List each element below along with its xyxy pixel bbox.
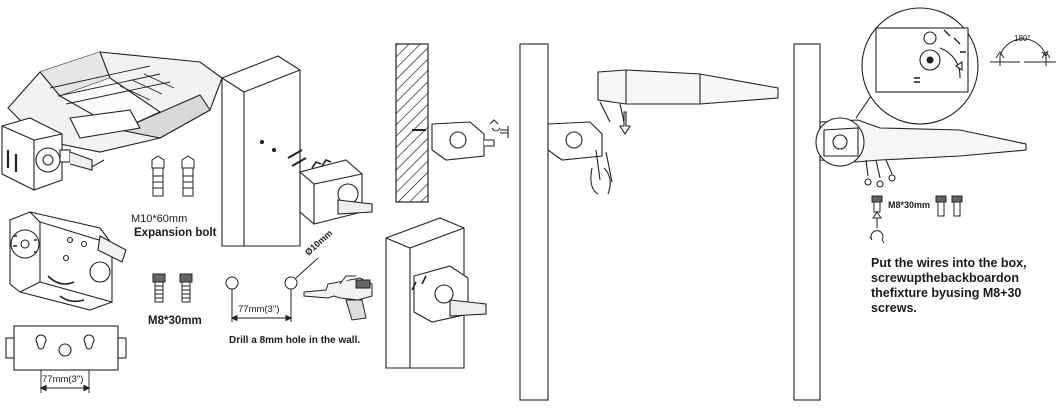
- screw-size-label: M8*30mm: [148, 315, 202, 327]
- instruction-line-4: screws.: [871, 301, 917, 315]
- drill-icon: [303, 275, 373, 321]
- fixture-with-bracket-drawing: [1, 51, 223, 191]
- instruction-text: Put the wires into the box, screwuptheba…: [871, 256, 1061, 316]
- final-screw-size: M8*30mm: [888, 200, 931, 210]
- instruction-line-1: Put the wires into the box,: [871, 256, 1027, 270]
- pole-assembly-drawing: [519, 43, 779, 401]
- drill-instruction: Drill a 8mm hole in the wall.: [229, 335, 361, 346]
- detail-magnifier: [861, 7, 979, 125]
- drill-diagram: [225, 257, 319, 322]
- instruction-line-3: thefixture byusing M8+30: [871, 286, 1022, 300]
- final-install-drawing: [793, 43, 1027, 401]
- bracket-hole-spacing: 77mm(3"): [42, 374, 84, 385]
- expansion-bolt-size: M10*60mm: [131, 213, 188, 225]
- wall-hole-spacing: 77mm(3"): [238, 304, 280, 315]
- expansion-bolt-label: Expansion bolt: [134, 227, 217, 239]
- expansion-bolts: [151, 155, 195, 197]
- m8-screws-final: [869, 195, 963, 244]
- rotation-angle-diagram: [990, 38, 1056, 66]
- wall-bracket-drawing: [395, 43, 509, 203]
- bracket-top-view: [5, 325, 127, 393]
- instruction-line-2: screwupthebackboardon: [871, 271, 1019, 285]
- bracket-drawing: [9, 211, 127, 311]
- pole-box-drawing: [221, 55, 373, 247]
- m8-screws: [152, 273, 193, 303]
- rotation-angle: 180°: [1014, 34, 1031, 43]
- pole-with-bracket-drawing: [385, 217, 487, 369]
